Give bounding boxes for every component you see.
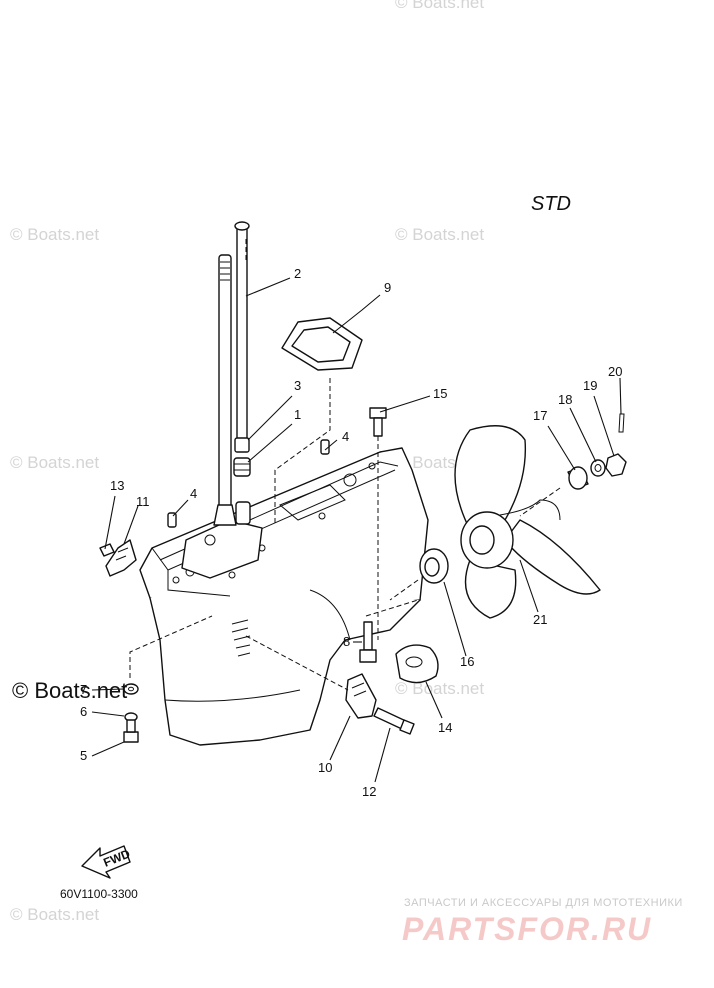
dowel-pin-4-left bbox=[167, 512, 177, 528]
callout-4-right: 4 bbox=[342, 429, 349, 444]
bolt-15 bbox=[369, 407, 387, 437]
shift-rod bbox=[234, 221, 250, 443]
callout-4-left: 4 bbox=[190, 486, 197, 501]
gasket-9 bbox=[281, 317, 363, 371]
callout-5: 5 bbox=[80, 748, 87, 763]
bolt-12 bbox=[373, 707, 415, 735]
callouts: 1 2 3 4 4 5 6 7 8 9 10 11 12 13 14 15 16… bbox=[80, 266, 622, 799]
anode-11 bbox=[105, 539, 137, 577]
trim-tab-10 bbox=[345, 673, 377, 719]
bolt-5 bbox=[123, 719, 139, 743]
watermark-boats-net-large: © Boats.net bbox=[12, 678, 127, 703]
shift-rod-boss bbox=[235, 501, 251, 525]
watermark-left-upper: © Boats.net bbox=[10, 225, 99, 244]
callout-16: 16 bbox=[460, 654, 474, 669]
callout-7: 7 bbox=[80, 682, 87, 697]
callout-2: 2 bbox=[294, 266, 301, 281]
callout-19: 19 bbox=[583, 378, 597, 393]
callout-9: 9 bbox=[384, 280, 391, 295]
fwd-arrow: FWD bbox=[81, 845, 132, 879]
drive-shaft bbox=[213, 254, 237, 526]
callout-18: 18 bbox=[558, 392, 572, 407]
lower-casing bbox=[139, 447, 429, 746]
watermark-left-mid: © Boats.net bbox=[10, 453, 99, 472]
washer-18 bbox=[590, 459, 606, 477]
callout-1: 1 bbox=[294, 407, 301, 422]
variant-label: STD bbox=[531, 193, 571, 215]
leader-lines bbox=[91, 238, 622, 783]
nut-19 bbox=[605, 453, 627, 477]
callout-17: 17 bbox=[533, 408, 547, 423]
shop-name: PARTSFOR.RU bbox=[402, 911, 652, 947]
bushing-3 bbox=[234, 437, 250, 453]
thrust-washer-16 bbox=[419, 548, 449, 584]
nut-13 bbox=[99, 543, 115, 557]
cotter-pin-20 bbox=[618, 413, 625, 433]
watermark-right-upper: © Boats.net bbox=[395, 225, 484, 244]
callout-21: 21 bbox=[533, 612, 547, 627]
callout-10: 10 bbox=[318, 760, 332, 775]
shop-tagline: ЗАПЧАСТИ И АКСЕССУАРЫ ДЛЯ МОТОТЕХНИКИ bbox=[404, 897, 683, 909]
callout-11: 11 bbox=[136, 494, 150, 509]
drawing-code: 60V1100-3300 bbox=[60, 887, 138, 901]
callout-14: 14 bbox=[438, 720, 452, 735]
oil-seal-1 bbox=[233, 457, 251, 477]
watermark-left-bottom: © Boats.net bbox=[10, 905, 99, 924]
callout-15: 15 bbox=[433, 386, 447, 401]
watermark-right-lower: © Boats.net bbox=[395, 679, 484, 698]
watermark-top: © Boats.net bbox=[395, 0, 484, 12]
callout-8: 8 bbox=[343, 634, 350, 649]
callout-13: 13 bbox=[110, 478, 124, 493]
callout-6: 6 bbox=[80, 704, 87, 719]
callout-12: 12 bbox=[362, 784, 376, 799]
callout-20: 20 bbox=[608, 364, 622, 379]
callout-3: 3 bbox=[294, 378, 301, 393]
spacer-17 bbox=[567, 466, 589, 490]
propeller-21 bbox=[454, 425, 601, 619]
anode-14 bbox=[395, 644, 439, 684]
bolt-8 bbox=[359, 621, 377, 663]
